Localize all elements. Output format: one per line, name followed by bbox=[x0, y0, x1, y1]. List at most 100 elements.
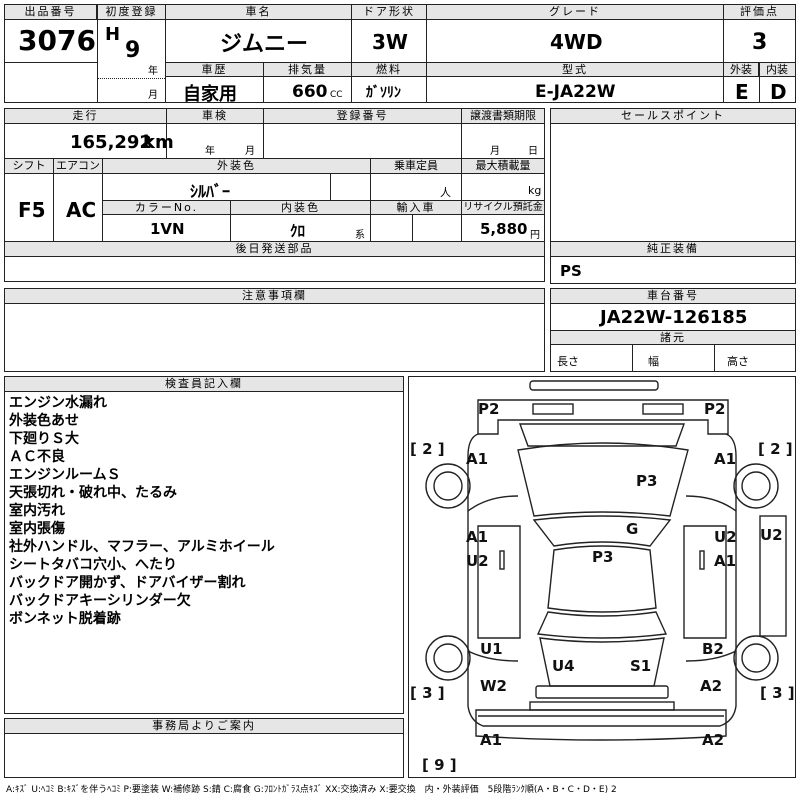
shift-header: シフト bbox=[5, 159, 53, 174]
interior-color-header: 内装色 bbox=[231, 201, 370, 215]
equipment-box bbox=[550, 241, 796, 284]
equipment: PS bbox=[560, 262, 582, 280]
mark-door-l-u: U2 bbox=[466, 552, 489, 570]
color-header: 外装色 bbox=[103, 159, 370, 174]
mileage-unit: km bbox=[143, 132, 174, 153]
remark-line: 社外ハンドル、マフラー、アルミホイール bbox=[9, 539, 275, 555]
history: 自家用 bbox=[183, 84, 237, 105]
transfer-header: 譲渡書類期限 bbox=[462, 109, 544, 124]
interior-color: ｸﾛ bbox=[290, 222, 306, 240]
remark-line: 下廻りＳ大 bbox=[9, 431, 79, 447]
spec-height: 高さ bbox=[727, 355, 749, 368]
remark-line: 室内汚れ bbox=[9, 503, 65, 519]
exterior-header: 外装 bbox=[724, 63, 759, 77]
door-left bbox=[477, 525, 521, 639]
remark-line: バックドアキーシリンダー欠 bbox=[9, 593, 191, 609]
mark-door-r-a: A1 bbox=[714, 552, 736, 570]
later-parts-header: 後日発送部品 bbox=[5, 242, 544, 257]
later-parts-box bbox=[4, 241, 545, 282]
car-name: ジムニー bbox=[220, 32, 309, 57]
color-no: 1VN bbox=[150, 220, 185, 238]
mark-roof-center: P3 bbox=[592, 548, 613, 566]
interior-grade: D bbox=[770, 80, 787, 104]
max-load-header: 最大積載量 bbox=[462, 159, 544, 174]
rear-bumper bbox=[535, 685, 669, 699]
sales-point-box bbox=[550, 108, 796, 242]
load-unit: kg bbox=[528, 184, 542, 197]
mileage-value: 165,292 bbox=[70, 132, 152, 153]
mark-rear-u4: U4 bbox=[552, 657, 575, 675]
mark-tire-rr: [ 3 ] bbox=[760, 684, 795, 702]
spare-tire bbox=[475, 709, 727, 741]
wheel-rl bbox=[425, 635, 471, 681]
inspection-month: 月 bbox=[245, 146, 255, 157]
mark-side-r: U2 bbox=[760, 526, 783, 544]
equipment-header: 純正装備 bbox=[551, 242, 795, 257]
displacement-unit: CC bbox=[330, 90, 343, 100]
history-header: 車歴 bbox=[166, 63, 263, 77]
mark-rear-b2: B2 bbox=[702, 640, 724, 658]
roof bbox=[547, 545, 657, 613]
model-code: E-JA22W bbox=[535, 82, 616, 102]
score: 3 bbox=[752, 30, 768, 55]
chassis-header: 車台番号 bbox=[551, 289, 795, 304]
hood bbox=[517, 442, 689, 517]
capacity-unit: 人 bbox=[440, 186, 451, 199]
wheel-fl bbox=[425, 463, 471, 509]
transfer-month: 月 bbox=[490, 146, 500, 157]
mark-front-left: P2 bbox=[478, 400, 499, 418]
car-diagram-box bbox=[408, 376, 796, 778]
grade: 4WD bbox=[550, 30, 603, 54]
back-door bbox=[539, 637, 665, 687]
mark-tire-rl: [ 3 ] bbox=[410, 684, 445, 702]
mark-door-r-u: U2 bbox=[714, 528, 737, 546]
mark-spare: [ 9 ] bbox=[422, 756, 457, 774]
first-reg-header: 初度登録 bbox=[98, 5, 165, 20]
reg-no-header: 登録番号 bbox=[264, 109, 461, 124]
remark-line: エンジン水漏れ bbox=[9, 395, 107, 411]
mark-bumper-r: A2 bbox=[702, 731, 724, 749]
remark-line: エンジンルームＳ bbox=[9, 467, 121, 483]
front-grille bbox=[642, 403, 684, 415]
mark-roof: G bbox=[626, 520, 638, 538]
month-suffix: 月 bbox=[148, 90, 158, 101]
mark-rear-s1: S1 bbox=[630, 657, 651, 675]
model-code-header: 型式 bbox=[427, 63, 723, 77]
fuel: ｶﾞｿﾘﾝ bbox=[366, 85, 401, 101]
import-header: 輸入車 bbox=[371, 201, 461, 215]
recycle-header: リサイクル預託金 bbox=[462, 201, 544, 215]
recycle-unit: 円 bbox=[530, 230, 540, 241]
spec-length: 長さ bbox=[557, 355, 579, 368]
mark-tire-fl: [ 2 ] bbox=[410, 440, 445, 458]
recycle-fee: 5,880 bbox=[480, 220, 528, 238]
score-header: 評価点 bbox=[724, 5, 795, 20]
capacity-header: 乗車定員 bbox=[371, 159, 461, 174]
remark-line: ボンネット脱着跡 bbox=[9, 611, 121, 627]
door-right bbox=[683, 525, 727, 639]
remark-line: ＡＣ不良 bbox=[9, 449, 65, 465]
top-info-table bbox=[4, 4, 796, 103]
mileage-header: 走行 bbox=[5, 109, 166, 124]
displacement-header: 排気量 bbox=[264, 63, 351, 77]
mark-door-l-a: A1 bbox=[466, 528, 488, 546]
shift: F5 bbox=[18, 198, 46, 222]
fuel-header: 燃料 bbox=[352, 63, 426, 77]
inspector-remarks: エンジン水漏れ 外装色あせ 下廻りＳ大 ＡＣ不良 エンジンルームＳ 天張切れ・破… bbox=[9, 394, 275, 628]
lot-no-header: 出品番号 bbox=[5, 5, 97, 20]
aircon: AC bbox=[66, 198, 97, 222]
mark-fender-fr: A1 bbox=[714, 450, 736, 468]
displacement: 660 bbox=[292, 82, 328, 102]
office-box bbox=[4, 718, 404, 778]
mark-rear-a2: A2 bbox=[700, 677, 722, 695]
chassis-number: JA22W-126185 bbox=[600, 307, 748, 328]
remark-line: 天張切れ・破れ中、たるみ bbox=[9, 485, 177, 501]
mark-fender-fl: A1 bbox=[466, 450, 488, 468]
mark-rear-w2: W2 bbox=[480, 677, 507, 695]
grade-header: グレード bbox=[427, 5, 723, 20]
windshield bbox=[532, 515, 672, 547]
remark-line: 室内張傷 bbox=[9, 521, 65, 537]
interior-color-suffix: 系 bbox=[355, 230, 365, 241]
wheel-fr bbox=[733, 463, 779, 509]
interior-header: 内装 bbox=[759, 63, 795, 77]
door-type: 3W bbox=[372, 30, 408, 54]
